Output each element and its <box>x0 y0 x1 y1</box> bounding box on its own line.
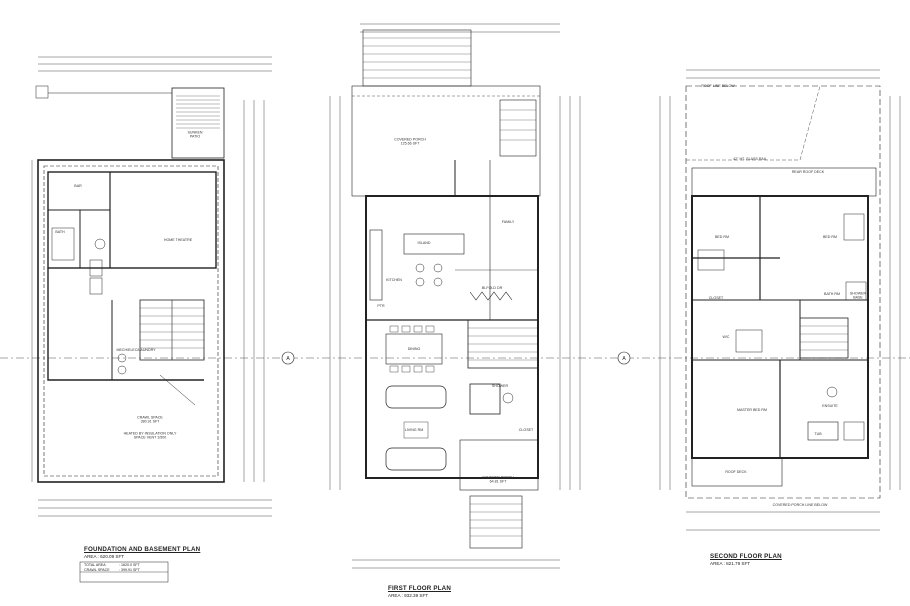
room-label-master-bed-rm: MASTER BED RM <box>737 407 767 412</box>
crawl-space-label: CRAWL SPACE <box>84 568 110 573</box>
total-area-value: 1620.0 SFT <box>121 563 140 567</box>
first-floor-plan-title: FIRST FLOOR PLAN <box>388 585 452 592</box>
first-floor-plan-area: AREA : 932.39 SFT <box>388 593 429 598</box>
total-area-label: TOTAL AREA <box>84 563 106 567</box>
crawl-space-note: HEATED BY INSULATION ONLY SPACE VENT 1/5… <box>123 431 177 440</box>
second-floor-plan <box>610 69 910 531</box>
room-label-closet-2f: CLOSET <box>708 295 724 300</box>
basement-totals: TOTAL AREA : 1620.0 SFT CRAWL SPACE : 39… <box>84 563 155 574</box>
room-label-roof-deck: ROOF DECK <box>725 469 747 474</box>
section-marker-a <box>281 351 631 365</box>
section-marker-label-1: A <box>286 356 290 362</box>
room-label-home-theatre: HOME THEATRE <box>163 237 193 242</box>
room-label-bed-rm-2: BED RM <box>823 234 837 239</box>
room-label-wc: W/C <box>722 334 730 339</box>
room-label-patio: SUNKEN PATIO <box>187 130 203 139</box>
room-label-bifold: BI-FOLD DR <box>481 285 503 290</box>
crawl-space-value: 399.91 SFT <box>121 568 140 573</box>
second-floor-plan-title: SECOND FLOOR PLAN <box>710 553 782 560</box>
room-label-island: ISLAND <box>417 240 431 245</box>
room-label-covered-porch-front: COVERED PORCH 64.81 SFT <box>482 475 514 484</box>
room-label-pantry: PTR <box>377 303 385 308</box>
room-label-kitchen: KITCHEN <box>386 277 402 282</box>
room-label-dining: DINING <box>407 346 421 351</box>
room-label-bed-rm-1: BED RM <box>715 234 729 239</box>
glass-rail-note: 42" HT. GLASS RAIL <box>733 156 767 161</box>
basement-plan-area: AREA : 620.09 SFT <box>84 554 125 559</box>
room-label-covered-porch-rear: COVERED PORCH 125.66 SFT <box>394 137 426 146</box>
room-label-bar: BAR <box>74 183 82 188</box>
room-label-shower-base: SHOWER BASE <box>849 291 867 300</box>
room-label-ensuite: ENSUITE <box>822 403 838 408</box>
room-label-rear-roof-deck: REAR ROOF DECK <box>791 169 825 174</box>
basement-plan <box>0 56 290 583</box>
first-floor-plan <box>290 23 610 569</box>
room-label-bath: BATH <box>55 229 65 234</box>
second-floor-plan-area: AREA : 821.79 SFT <box>710 561 751 566</box>
room-label-living-rm: LIVING RM <box>404 427 424 432</box>
room-label-closet-1f: CLOSET <box>518 427 534 432</box>
room-label-bath-rm: BATH RM <box>824 291 840 296</box>
roof-line-note: ROOF LINE BELOW <box>701 83 735 88</box>
room-label-mech: MECH/ELEC/LAUNDRY <box>116 347 156 352</box>
room-label-tub: TUB <box>814 431 822 436</box>
room-label-family: FAMILY <box>501 219 515 224</box>
porch-line-note: COVERED PORCH LINE BELOW <box>772 502 828 507</box>
basement-plan-title: FOUNDATION AND BASEMENT PLAN <box>84 546 201 553</box>
room-label-crawl-space: CRAWL SPACE 380.91 SFT <box>137 415 163 424</box>
section-marker-label-2: A <box>622 356 626 362</box>
room-label-shower: SHOWER <box>491 383 509 388</box>
